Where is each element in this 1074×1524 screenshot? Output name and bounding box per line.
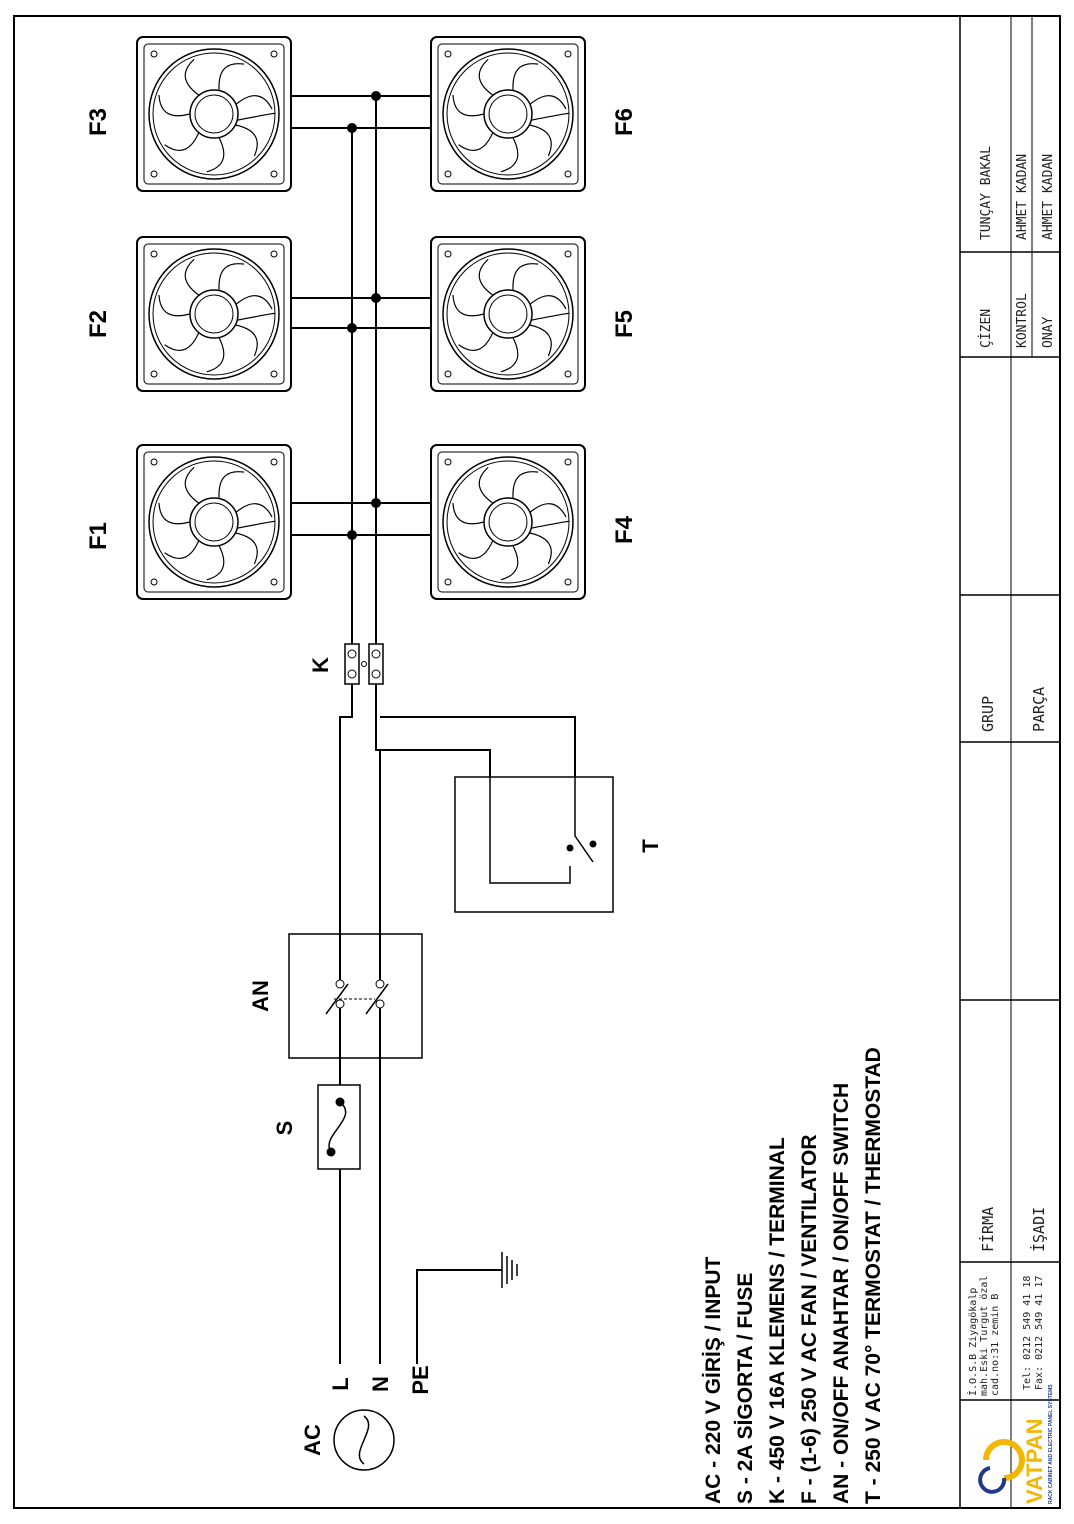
isadi-label: İŞADI: [1029, 1207, 1048, 1252]
firma-label: FİRMA: [978, 1207, 997, 1252]
legend-line: K - 450 V 16A KLEMENS / TERMINAL: [766, 1137, 789, 1504]
fan-label-f1: F1: [85, 522, 112, 550]
fan-label-f3: F3: [85, 108, 112, 136]
line-label: L: [328, 1377, 353, 1390]
fan-f3: [136, 36, 292, 192]
terminal-label: K: [308, 657, 333, 673]
phone-line: Tel: 0212 549 41 18: [1022, 1276, 1033, 1390]
fan-group: [136, 36, 586, 600]
legend: AC - 220 V GİRİŞ / INPUT S - 2A SİGORTA …: [702, 1047, 885, 1504]
kontrol-label: KONTROL: [1015, 293, 1030, 348]
logo-swirl-icon: [983, 1439, 1025, 1481]
earth-symbol: [501, 1252, 518, 1288]
cizen-name: TUNÇAY BAKAL: [979, 146, 994, 240]
fan-f1: [136, 444, 292, 600]
fan-label-f4: F4: [611, 515, 638, 544]
fuse-label: S: [272, 1121, 297, 1136]
logo-text: VATPAN: [1022, 1418, 1047, 1504]
neutral-label: N: [368, 1376, 393, 1392]
thermostat-label: T: [638, 839, 663, 853]
parca-label: PARÇA: [1030, 687, 1048, 732]
ac-label: AC: [300, 1424, 325, 1456]
grup-label: GRUP: [979, 696, 997, 732]
fan-label-f2: F2: [85, 310, 112, 338]
legend-line: F - (1-6) 250 V AC FAN / VENTILATOR: [798, 1135, 821, 1505]
junction-dots: [347, 91, 381, 540]
fan-label-f5: F5: [611, 310, 638, 338]
address-line: cad.no:31 zemin B: [990, 1294, 1001, 1396]
address-line: mah.Eski Turgut özal: [979, 1276, 990, 1396]
ac-source-symbol: [333, 1409, 395, 1471]
legend-line: T - 250 V AC 70° TERMOSTAT / THERMOSTAD: [862, 1047, 885, 1504]
legend-line: AC - 220 V GİRİŞ / INPUT: [702, 1256, 725, 1504]
company-address: İ.O.S.B Ziyagökalp mah.Eski Turgut özal …: [966, 1276, 1045, 1396]
fan-f4: [430, 444, 586, 600]
address-line: İ.O.S.B Ziyagökalp: [966, 1288, 979, 1396]
cizen-label: ÇİZEN: [978, 309, 994, 348]
vatpan-logo: VATPAN RACK CABINET AND ELECTRIC PANEL S…: [978, 1384, 1054, 1504]
kontrol-name: AHMET KADAN: [1015, 154, 1030, 240]
fan-f5: [430, 236, 586, 392]
terminal-block-k: [344, 643, 384, 685]
earth-label: PE: [408, 1365, 433, 1394]
fuse-s: [317, 1084, 361, 1170]
phone-line: Fax: 0212 549 41 17: [1034, 1276, 1045, 1390]
legend-line: S - 2A SİGORTA / FUSE: [734, 1273, 757, 1504]
title-block: [959, 15, 1061, 1509]
onay-label: ONAY: [1041, 317, 1056, 348]
logo-subtext: RACK CABINET AND ELECTRIC PANEL SYSTEMS: [1048, 1384, 1054, 1504]
fan-label-f6: F6: [611, 108, 638, 136]
switch-an: [288, 933, 423, 1059]
switch-label: AN: [248, 980, 273, 1012]
fan-f2: [136, 236, 292, 392]
fan-f6: [430, 36, 586, 192]
onay-name: AHMET KADAN: [1041, 154, 1056, 240]
thermostat-t: [454, 776, 614, 913]
legend-line: AN - ON/OFF ANAHTAR / ON/OFF SWITCH: [830, 1083, 853, 1504]
